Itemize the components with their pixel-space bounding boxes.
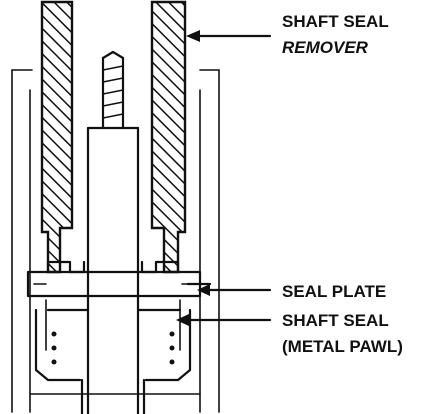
seal-holes bbox=[51, 331, 175, 365]
housing-outline bbox=[11, 69, 220, 413]
arrow-shaft-seal bbox=[176, 314, 272, 326]
arrow-seal-plate bbox=[197, 284, 272, 296]
arrow-remover bbox=[186, 30, 272, 42]
shaft-thread bbox=[101, 50, 125, 130]
label-shaft-seal-line2: (METAL PAWL) bbox=[282, 337, 403, 356]
label-seal-plate: SEAL PLATE bbox=[282, 282, 386, 301]
seal-plate bbox=[26, 270, 212, 298]
remover-right-wall bbox=[150, 0, 187, 274]
remover-left-wall bbox=[40, 0, 74, 274]
shaft-seal bbox=[29, 299, 201, 414]
label-remover-line1: SHAFT SEAL bbox=[282, 12, 389, 31]
label-remover-line2: REMOVER bbox=[282, 38, 369, 57]
remover-claws bbox=[46, 260, 180, 274]
label-shaft-seal-line1: SHAFT SEAL bbox=[282, 311, 389, 330]
